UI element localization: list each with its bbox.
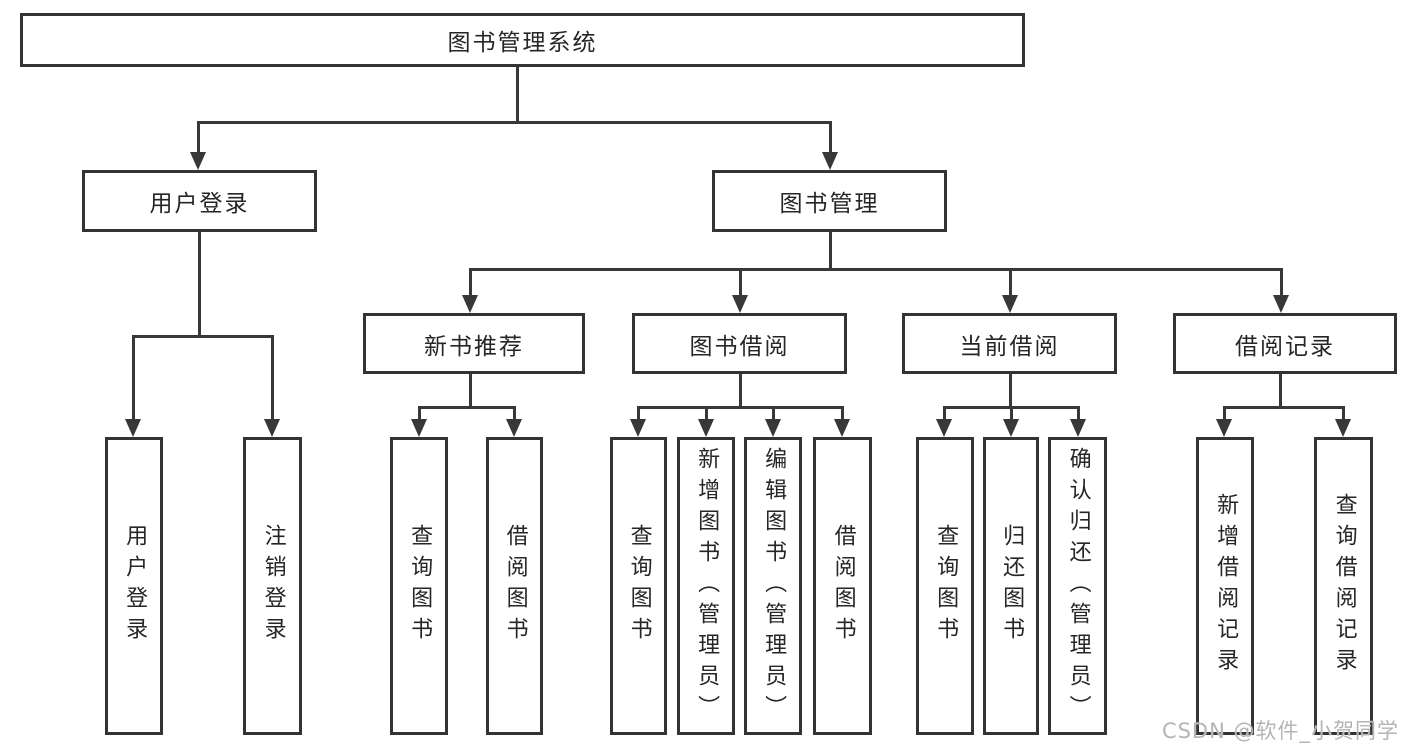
node-label: 新增借阅记录 — [1213, 493, 1239, 679]
leaf-borrow-books: 借阅图书 — [813, 437, 872, 735]
leaf-borrow-books-recommend: 借阅图书 — [486, 437, 543, 735]
arrow-down-icon — [1273, 295, 1289, 313]
node-label: 当前借阅 — [959, 333, 1060, 360]
node-label: 借阅图书 — [502, 524, 528, 648]
leaf-confirm-return-admin: 确认归还（管理员） — [1048, 437, 1107, 735]
node-label: 查询图书 — [626, 524, 652, 648]
node-label: 新书推荐 — [424, 333, 524, 360]
leaf-query-books-borrowing: 查询图书 — [610, 437, 667, 735]
arrow-down-icon — [765, 419, 781, 437]
connector-line — [469, 268, 1282, 271]
connector-line — [841, 406, 844, 421]
arrow-down-icon — [1003, 419, 1019, 437]
connector-line — [197, 121, 831, 124]
connector-line — [469, 374, 472, 406]
arrow-down-icon — [411, 419, 427, 437]
arrow-down-icon — [506, 419, 522, 437]
connector-line — [1342, 406, 1345, 421]
connector-line — [943, 406, 946, 421]
leaf-query-borrow-record: 查询借阅记录 — [1314, 437, 1373, 735]
connector-line — [271, 335, 274, 421]
connector-line — [132, 335, 273, 338]
leaf-query-books-current: 查询图书 — [916, 437, 974, 735]
node-label: 借阅记录 — [1235, 333, 1335, 360]
arrow-down-icon — [1002, 295, 1018, 313]
connector-line — [829, 232, 832, 268]
arrow-down-icon — [698, 419, 714, 437]
arrow-down-icon — [1070, 419, 1086, 437]
connector-line — [637, 406, 640, 421]
connector-line — [198, 232, 201, 335]
leaf-add-books-admin: 新增图书（管理员） — [677, 437, 735, 735]
connector-line — [1009, 268, 1012, 296]
connector-line — [739, 374, 742, 406]
leaf-query-books-recommend: 查询图书 — [390, 437, 448, 735]
connector-line — [637, 406, 843, 409]
arrow-down-icon — [462, 295, 478, 313]
arrow-down-icon — [264, 419, 280, 437]
node-label: 新增图书（管理员） — [694, 446, 720, 726]
leaf-return-books: 归还图书 — [983, 437, 1039, 735]
connector-line — [705, 406, 708, 421]
leaf-user-login: 用户登录 — [105, 437, 163, 735]
node-label: 图书借阅 — [689, 333, 790, 360]
node-label: 归还图书 — [999, 524, 1025, 648]
arrow-down-icon — [1335, 419, 1351, 437]
node-book-management: 图书管理 — [712, 170, 947, 232]
node-label: 注销登录 — [260, 524, 286, 648]
node-label: 查询借阅记录 — [1331, 493, 1357, 679]
connector-line — [197, 121, 200, 154]
arrow-down-icon — [834, 419, 850, 437]
connector-line — [829, 121, 832, 154]
node-borrowing-records: 借阅记录 — [1173, 313, 1397, 374]
connector-line — [513, 406, 516, 421]
node-book-borrowing: 图书借阅 — [632, 313, 847, 374]
node-label: 图书管理系统 — [447, 30, 598, 56]
csdn-watermark: CSDN @软件_小贺同学 — [1161, 719, 1399, 743]
arrow-down-icon — [630, 419, 646, 437]
node-label: 查询图书 — [407, 524, 433, 648]
node-user-login: 用户登录 — [82, 170, 317, 232]
node-label: 查询图书 — [933, 524, 959, 648]
node-current-borrowing: 当前借阅 — [902, 313, 1117, 374]
node-label: 用户登录 — [149, 191, 250, 217]
connector-line — [1009, 374, 1012, 406]
node-label: 图书管理 — [779, 191, 880, 217]
leaf-logout: 注销登录 — [243, 437, 302, 735]
connector-line — [132, 335, 135, 421]
connector-line — [469, 268, 472, 296]
connector-line — [1077, 406, 1080, 421]
node-root-system: 图书管理系统 — [20, 13, 1025, 67]
node-label: 编辑图书（管理员） — [761, 446, 787, 726]
node-label: 用户登录 — [122, 524, 148, 648]
connector-line — [516, 67, 519, 121]
arrow-down-icon — [936, 419, 952, 437]
connector-line — [1223, 406, 1344, 409]
connector-line — [1223, 406, 1226, 421]
connector-line — [418, 406, 515, 409]
connector-line — [772, 406, 775, 421]
node-new-book-recommend: 新书推荐 — [363, 313, 585, 374]
leaf-edit-books-admin: 编辑图书（管理员） — [744, 437, 802, 735]
arrow-down-icon — [125, 419, 141, 437]
connector-line — [739, 268, 742, 296]
connector-line — [418, 406, 421, 421]
node-label: 确认归还（管理员） — [1065, 446, 1091, 726]
arrow-down-icon — [822, 152, 838, 170]
connector-line — [1279, 374, 1282, 406]
node-label: 借阅图书 — [830, 524, 856, 648]
arrow-down-icon — [732, 295, 748, 313]
arrow-down-icon — [190, 152, 206, 170]
connector-line — [1010, 406, 1013, 421]
connector-line — [1280, 268, 1283, 296]
arrow-down-icon — [1216, 419, 1232, 437]
leaf-add-borrow-record: 新增借阅记录 — [1196, 437, 1254, 735]
